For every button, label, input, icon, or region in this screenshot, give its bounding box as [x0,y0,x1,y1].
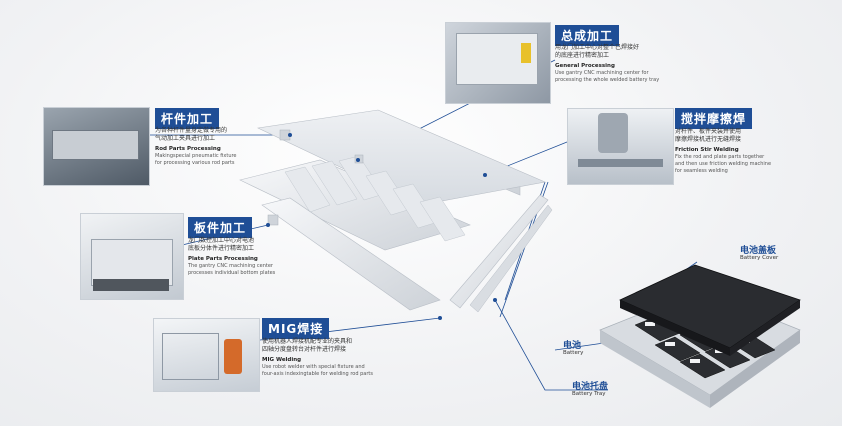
friction-stir-welding-desc-en-2: and then use friction welding machine [675,161,772,167]
friction-stir-welding-desc-cn-2: 摩擦焊接机进行无缝焊接 [675,136,742,143]
weld-seam-shape [578,159,663,167]
friction-stir-welding-title-en: Friction Stir Welding [675,147,739,153]
mig-welding-desc-cn-2: 四轴分度盘转台对杆件进行焊接 [262,346,347,353]
mig-welding-desc-en-2: four-axis indexingtable for welding rod … [262,371,373,377]
battery-cover-label-en: Battery Cover [740,255,779,261]
plate-processing-desc-cn-2: 底板分体件进行精密加工 [188,245,255,252]
rod-processing-desc-cn-2: 气动加工夹具进行加工 [155,135,216,142]
general-processing-desc-en-1: Use gantry CNC machining center for [555,70,649,76]
rod-processing-title-en: Rod Parts Processing [155,146,221,152]
battery-tray-label-en: Battery Tray [572,391,606,397]
friction-stir-welding-title: 搅拌摩擦焊 [675,108,753,129]
plate-processing-title: 板件加工 [188,217,253,238]
yellow-warning-strip [521,43,531,63]
mig-welding-title: MIG焊接 [262,318,330,339]
friction-stir-welding-desc-en-1: Fix the rod and plate parts together [675,154,765,160]
plate-processing-title-en: Plate Parts Processing [188,256,258,262]
general-processing-title: 总成加工 [555,25,620,46]
friction-stir-welding-photo [567,108,674,185]
general-processing-desc-cn-2: 的底座进行精密加工 [555,52,610,59]
machine-body-shape [91,239,173,286]
battery-label: 电池 [563,341,582,351]
mig-welding-desc-cn-1: 使用机器人焊接机配专业的夹具和 [262,338,353,345]
mig-welding-photo [153,318,260,392]
robot-cell-shape [162,333,219,380]
general-processing-desc-cn-1: 用龙门加工中心对整个已焊接好 [555,44,640,51]
friction-stir-welding-desc-en-3: for seamless welding [675,168,728,174]
mig-welding-title-en: MIG Welding [262,357,302,363]
mig-welding-desc-en-1: Use robot welder with special fixture an… [262,364,365,370]
battery-cover-label: 电池盖板 [740,246,777,256]
rod-processing-desc-en-1: Makingspecial pneumatic fixture [155,153,237,159]
machine-base-shape [93,279,169,291]
plate-processing-desc-en-2: processes individual bottom plates [188,270,276,276]
plate-processing-desc-cn-1: 龙门数控加工中心对电池 [188,237,255,244]
rod-processing-photo [43,107,150,186]
fixture-shape [52,130,139,160]
rod-processing-title: 杆件加工 [155,108,220,129]
friction-stir-welding-desc-cn-1: 对杆件、板件夹装并使用 [675,128,742,135]
robot-arm-shape [224,339,242,374]
welding-tool-shape [598,113,628,153]
plate-processing-photo [80,213,184,300]
rod-processing-desc-en-2: for processing various rod parts [155,160,235,166]
rod-processing-desc-cn-1: 为各种杆件量身定做专用的 [155,127,228,134]
general-processing-title-en: General Processing [555,63,615,69]
general-processing-photo [445,22,551,104]
plate-processing-desc-en-1: The gantry CNC machining center [188,263,273,269]
battery-label-en: Battery [563,350,584,356]
battery-tray-label: 电池托盘 [572,382,609,392]
general-processing-desc-en-2: processing the whole welded battery tray [555,77,660,83]
